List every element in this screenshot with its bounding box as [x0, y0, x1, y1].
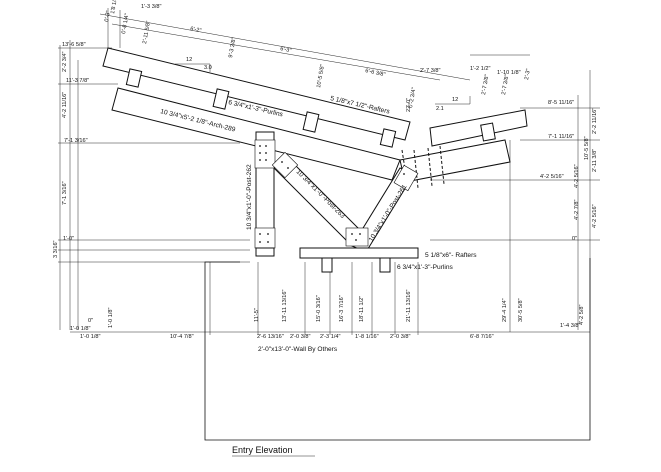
svg-text:16'-3 7/16": 16'-3 7/16": [339, 295, 345, 322]
svg-text:1'-0": 1'-0": [63, 236, 74, 242]
post-261-top-plate: [393, 164, 419, 192]
svg-text:11'-5": 11'-5": [254, 308, 260, 322]
post-262-base-plate: [254, 227, 276, 249]
svg-text:15'-0 3/16": 15'-0 3/16": [316, 295, 322, 322]
svg-text:1'-2 1/2": 1'-2 1/2": [470, 66, 490, 72]
post-base: [255, 247, 275, 257]
top-dimensions: 1'8 1/4" 1'-3 3/8" 0'-3" 0'-8 1/4" 2'-11…: [104, 0, 532, 108]
label-rafters-low: 5 1/8"x6"- Rafters: [425, 252, 477, 259]
label-post-262: 10 3/4"x1'-0"-Post-262: [246, 164, 253, 230]
svg-text:7'-1 11/16": 7'-1 11/16": [548, 134, 574, 140]
svg-text:4'-2 5/8": 4'-2 5/8": [579, 305, 585, 325]
svg-text:7'-1 3/16": 7'-1 3/16": [62, 181, 68, 205]
left-dimensions: 13'-6 5/8" 11'-3 7/8" 2'-2 3/4" 4'-2 11/…: [53, 42, 90, 332]
svg-text:11'-3 7/8": 11'-3 7/8": [66, 78, 89, 84]
svg-text:10'-4 7/8": 10'-4 7/8": [170, 334, 194, 340]
slope-right-run: 2.1: [436, 106, 444, 112]
svg-text:10'-5 5/8": 10'-5 5/8": [316, 64, 326, 88]
svg-text:6'-2": 6'-2": [190, 26, 202, 34]
svg-text:4'-2 5/16": 4'-2 5/16": [540, 174, 564, 180]
svg-text:2'-7 3/8": 2'-7 3/8": [501, 74, 510, 95]
svg-text:4'-2 11/16": 4'-2 11/16": [62, 92, 68, 118]
label-wall: 2'-0"x13'-0"-Wall By Others: [258, 346, 338, 353]
upper-purlins: [125, 68, 397, 148]
svg-text:2'-7 3/8": 2'-7 3/8": [420, 68, 440, 74]
svg-text:6'-3": 6'-3": [280, 46, 292, 54]
slope-right-rise: 12: [452, 97, 458, 103]
top-dimension-lines: [99, 8, 530, 81]
svg-text:13'-11 13/16": 13'-11 13/16": [282, 289, 288, 322]
svg-text:0": 0": [572, 236, 577, 242]
svg-text:3 3/16": 3 3/16": [53, 240, 59, 258]
svg-text:22'-0": 22'-0": [406, 98, 412, 112]
svg-text:1'-0 1/8": 1'-0 1/8": [70, 326, 90, 332]
svg-text:0'-2 3/4": 0'-2 3/4": [408, 87, 417, 108]
left-dimension-lines: [58, 40, 250, 330]
upper-rafter-left: [102, 47, 411, 141]
svg-text:1'-3 3/8": 1'-3 3/8": [141, 4, 161, 10]
svg-text:7'-1 3/16": 7'-1 3/16": [64, 138, 88, 144]
svg-text:10'-5 5/8": 10'-5 5/8": [584, 136, 590, 160]
slope-left-run: 3.0: [204, 65, 212, 71]
svg-text:6'-6 3/8": 6'-6 3/8": [365, 68, 386, 78]
svg-text:29'-4 1/4": 29'-4 1/4": [502, 298, 508, 322]
svg-text:4'-2 5/16": 4'-2 5/16": [592, 204, 598, 228]
svg-text:13'-6 5/8": 13'-6 5/8": [62, 42, 86, 48]
svg-text:2'-0 3/8": 2'-0 3/8": [290, 334, 310, 340]
svg-text:1'-4 3/8": 1'-4 3/8": [560, 323, 580, 329]
bottom-dimensions: 0" 1'-0 1/8" 10'-4 7/8" 2'-6 13/16" 2'-0…: [80, 318, 580, 340]
right-dimensions: 8'-5 11/16" 2'-2 11/16" 7'-1 11/16" 2'-1…: [540, 100, 598, 242]
svg-text:1'8 1/4": 1'8 1/4": [110, 0, 119, 14]
svg-text:4'-2 7/8": 4'-2 7/8": [574, 200, 580, 220]
svg-text:18'-11 1/2": 18'-11 1/2": [359, 296, 365, 322]
bottom-dimension-lines: [70, 262, 590, 335]
brace-top-plate: [271, 151, 299, 179]
svg-text:1'-0 1/8": 1'-0 1/8": [108, 308, 114, 328]
svg-text:2'-2 3/4": 2'-2 3/4": [62, 52, 68, 72]
svg-text:6'-8 7/16": 6'-8 7/16": [470, 334, 494, 340]
svg-text:1'-10 1/8": 1'-10 1/8": [497, 70, 521, 76]
slope-left: 12 3.0: [175, 57, 212, 72]
slope-right: 12 2.1: [435, 96, 471, 112]
svg-text:2'-6 13/16": 2'-6 13/16": [257, 334, 284, 340]
svg-text:1'-8 1/16": 1'-8 1/16": [355, 334, 379, 340]
low-purlins: [321, 257, 391, 273]
svg-text:2'-3 1/4": 2'-3 1/4": [320, 334, 340, 340]
svg-text:0": 0": [88, 318, 93, 324]
post-262-top-plate: [254, 139, 276, 169]
svg-text:2'-11 5/8": 2'-11 5/8": [142, 20, 152, 44]
svg-text:2'-2 11/16": 2'-2 11/16": [592, 108, 598, 134]
vertical-dimensions: 1'-0 1/8" 11'-5" 13'-11 13/16" 15'-0 3/1…: [108, 98, 590, 328]
svg-text:0'-8 1/4": 0'-8 1/4": [121, 13, 130, 34]
svg-text:2'-0 3/8": 2'-0 3/8": [390, 334, 410, 340]
svg-text:0'-3": 0'-3": [104, 10, 112, 22]
right-purlin: [480, 122, 496, 142]
svg-text:4'-2 5/16": 4'-2 5/16": [574, 164, 580, 188]
bolts: [259, 145, 405, 243]
svg-text:30'-5 5/8": 30'-5 5/8": [518, 298, 524, 322]
svg-text:8'-5 11/16": 8'-5 11/16": [548, 100, 574, 106]
svg-text:2'-11 3/8": 2'-11 3/8": [592, 149, 598, 172]
low-rafter: [299, 247, 419, 259]
brace-base-plate: [345, 227, 369, 247]
label-purlins-low: 6 3/4"x1'-3"-Purlins: [397, 264, 453, 271]
svg-text:2'-3": 2'-3": [524, 68, 532, 80]
wall-leader-line: [204, 261, 591, 441]
svg-text:9'-3 3/8": 9'-3 3/8": [228, 37, 237, 58]
svg-text:2'-7 3/8": 2'-7 3/8": [481, 74, 490, 95]
drawing-title: Entry Elevation: [232, 445, 293, 455]
slope-left-rise: 12: [186, 57, 192, 63]
svg-text:21'-11 13/16": 21'-11 13/16": [406, 289, 412, 322]
upper-rafter-right: [429, 109, 528, 147]
svg-text:1'-0 1/8": 1'-0 1/8": [80, 334, 100, 340]
